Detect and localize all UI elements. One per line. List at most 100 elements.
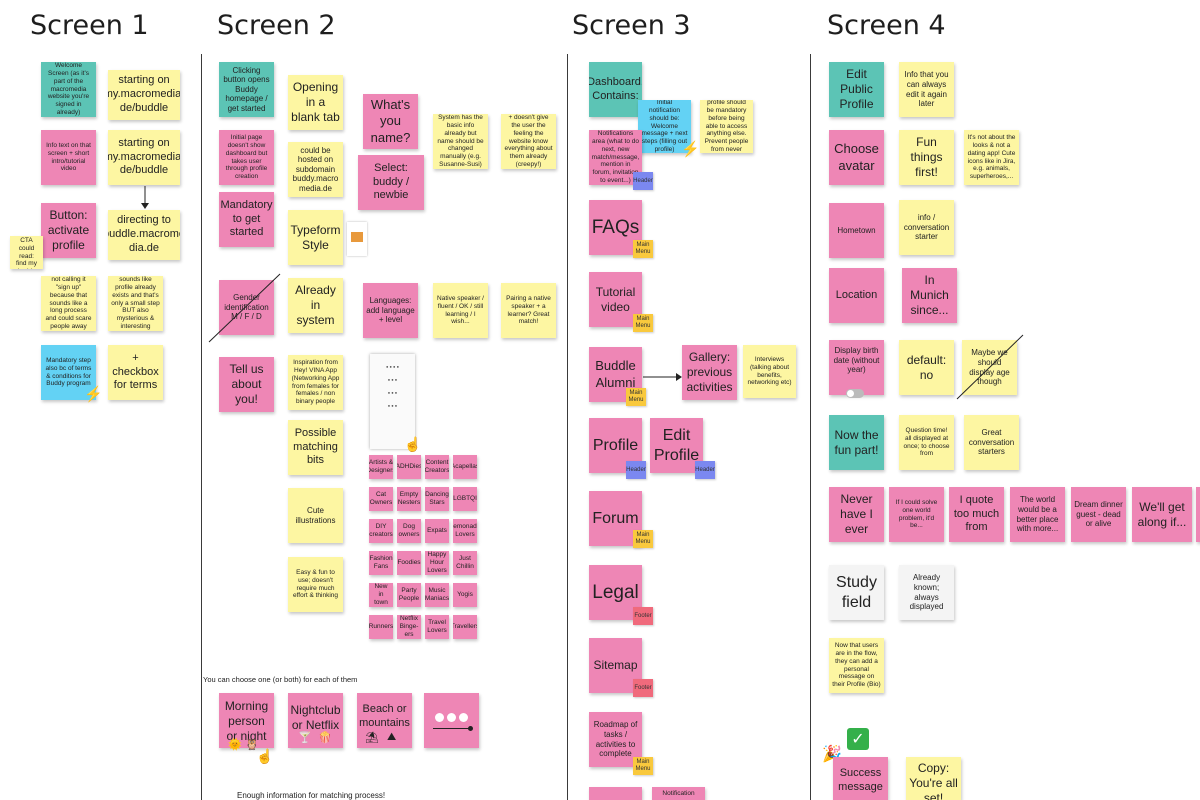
sticky-note[interactable]: Edit Public Profile (829, 62, 884, 117)
sticky-note[interactable]: Welcome Screen (as it's part of the macr… (41, 62, 96, 117)
sticky-note[interactable]: In Munich since... (902, 268, 957, 323)
tag-chip[interactable]: Netflix Binge-ers (397, 615, 421, 639)
tag-chip[interactable]: DIY creators (369, 519, 393, 543)
sticky-note[interactable] (589, 787, 642, 800)
sticky-note[interactable]: Text above CTA could read: find my buddy… (10, 236, 43, 269)
sticky-note[interactable]: Display birth date (without year) (829, 340, 884, 395)
sticky-note[interactable]: Notifications area (what to do next, new… (589, 130, 642, 185)
sticky-note[interactable]: Legal (589, 565, 642, 620)
sticky-note[interactable]: Now that users are in the flow, they can… (829, 638, 884, 693)
tag-chip[interactable]: LGBTQI (453, 487, 477, 511)
sticky-note[interactable]: starting on my.macromedia. de/buddle (108, 70, 180, 120)
sticky-note[interactable]: Dream dinner guest - dead or alive (1071, 487, 1126, 542)
sticky-note[interactable]: Already known; always displayed (899, 565, 954, 620)
tag-chip[interactable]: Travellers (453, 615, 477, 639)
sticky-note[interactable]: Great conversation starters (964, 415, 1019, 470)
sticky-note[interactable]: Initial page doesn't show dashboard but … (219, 130, 274, 185)
sticky-note[interactable]: + checkbox for terms (108, 345, 163, 400)
sticky-note[interactable]: Possible matching bits (288, 420, 343, 475)
toggle-switch[interactable] (846, 389, 864, 398)
sticky-note[interactable]: Easy & fun to use; doesn't require much … (288, 557, 343, 612)
tag-chip[interactable]: Runners (369, 615, 393, 639)
sticky-note[interactable]: + doesn't give the user the feeling the … (501, 114, 556, 169)
sticky-note[interactable]: Already in system (288, 278, 343, 333)
sticky-note[interactable]: Fun things first! (899, 130, 954, 185)
sticky-note[interactable]: info / conversation starter (899, 200, 954, 255)
sticky-note[interactable]: Now the fun part! (829, 415, 884, 470)
sticky-note[interactable]: Location (829, 268, 884, 323)
sticky-note[interactable]: Nightclub or Netflix (288, 693, 343, 748)
sticky-note[interactable]: Initial notification should be: Welcome … (638, 100, 691, 153)
sticky-note[interactable]: Beach or mountains (357, 693, 412, 748)
tag-chip[interactable]: Acapellas (453, 455, 477, 479)
sticky-note[interactable]: could be hosted on subdomain buddy.macro… (288, 142, 343, 197)
sticky-note[interactable]: Morning person or night owl (219, 693, 274, 748)
sticky-note[interactable]: Question time! all displayed at once; to… (899, 415, 954, 470)
sticky-note[interactable]: Tell us about you! (219, 357, 274, 412)
sticky-note[interactable]: Cute illustrations (288, 488, 343, 543)
sticky-note[interactable]: Study field (829, 565, 884, 620)
tag-chip[interactable]: New in town (369, 583, 393, 607)
sticky-note[interactable]: Filling out profile should be mandatory … (700, 100, 753, 153)
sticky-note[interactable]: Gender identification M / F / D (219, 280, 274, 335)
tag-chip[interactable]: Music Maniacs (425, 583, 449, 607)
tag-chip[interactable]: Fashion Fans (369, 551, 393, 575)
sticky-note[interactable]: Languages: add language + level (363, 283, 418, 338)
tag-chip[interactable]: Dog owners (397, 519, 421, 543)
tag-chip[interactable]: Content Creators (425, 455, 449, 479)
sticky-note[interactable]: Mandatory to get started (219, 192, 274, 247)
sticky-note[interactable]: What's you name? (363, 94, 418, 149)
sticky-note[interactable]: Hometown (829, 203, 884, 258)
sticky-note[interactable]: Typeform Style (288, 210, 343, 265)
sticky-note[interactable]: We'll get along if... (1132, 487, 1192, 542)
sticky-note[interactable]: Info text on that screen + short intro/t… (41, 130, 96, 185)
sticky-note[interactable]: directing to buddle.macrome dia.de (108, 210, 180, 260)
sticky-note[interactable]: sounds like profile already exists and t… (108, 276, 163, 331)
sticky-note[interactable]: not calling it "sign up" because that so… (41, 276, 96, 331)
tag-chip[interactable]: Lemonade Lovers (453, 519, 477, 543)
sticky-note[interactable]: starting on my.macromedia. de/buddle (108, 130, 180, 185)
sticky-note[interactable]: Copy: You're all set! (906, 757, 961, 800)
sticky-note[interactable]: Native speaker / fluent / OK / still lea… (433, 283, 488, 338)
tag-chip[interactable]: Foodies (397, 551, 421, 575)
slider-track[interactable] (432, 725, 473, 731)
sticky-note[interactable]: Pairing a native speaker + a learner? Gr… (501, 283, 556, 338)
sticky-note[interactable]: Inspiration from Hey! VINA App (Networki… (288, 355, 343, 410)
tag-chip[interactable]: Just Chillin (453, 551, 477, 575)
sticky-note[interactable]: Opening in a blank tab (288, 75, 343, 130)
tag-chip[interactable]: Expats (425, 519, 449, 543)
sticky-note[interactable]: default: no (899, 340, 954, 395)
sticky-note[interactable]: Success message (833, 757, 888, 800)
slider-note[interactable] (424, 693, 479, 748)
sticky-note[interactable]: Edit Profile (650, 418, 703, 473)
sticky-note[interactable]: Gallery: previous activities (682, 345, 737, 400)
tag-chip[interactable]: Artists & Designers (369, 455, 393, 479)
tag-chip[interactable]: Yogis (453, 583, 477, 607)
sticky-note[interactable]: I quote too much from (949, 487, 1004, 542)
tag-chip[interactable]: Party People (397, 583, 421, 607)
sticky-note[interactable]: It's not about the looks & not a dating … (964, 130, 1019, 185)
sticky-note[interactable]: Buddle Alumni (589, 347, 642, 402)
sticky-note[interactable]: If I could solve one world problem, it'd… (889, 487, 944, 542)
tag-chip[interactable]: Dancing Stars (425, 487, 449, 511)
sticky-note-partial[interactable] (1196, 487, 1200, 542)
tag-chip[interactable]: Empty Nesters (397, 487, 421, 511)
sticky-note[interactable]: Interviews (talking about benefits, netw… (743, 345, 796, 398)
sticky-note[interactable]: The world would be a better place with m… (1010, 487, 1065, 542)
screen-3-heading: Screen 3 (572, 10, 691, 41)
sticky-note[interactable]: Dashboard. Contains: (589, 62, 642, 117)
sticky-note[interactable]: Clicking button opens Buddy homepage / g… (219, 62, 274, 117)
sticky-note[interactable]: Profile (589, 418, 642, 473)
tag-chip[interactable]: Cat Owners (369, 487, 393, 511)
sticky-note[interactable]: Notification (652, 787, 705, 800)
sticky-note[interactable]: Info that you can always edit it again l… (899, 62, 954, 117)
tag-chip[interactable]: ADHDies (397, 455, 421, 479)
sticky-note[interactable]: System has the basic info already but na… (433, 114, 488, 169)
sticky-note[interactable]: Never have I ever (829, 487, 884, 542)
sticky-note[interactable]: Mandatory step also bc of terms & condit… (41, 345, 96, 400)
tag-chip[interactable]: Happy Hour Lovers (425, 551, 449, 575)
sticky-note[interactable]: Select: buddy / newbie (358, 155, 424, 210)
tag-chip[interactable]: Travel Lovers (425, 615, 449, 639)
sticky-note[interactable]: Button: activate profile (41, 203, 96, 258)
sticky-note[interactable]: Choose avatar (829, 130, 884, 185)
